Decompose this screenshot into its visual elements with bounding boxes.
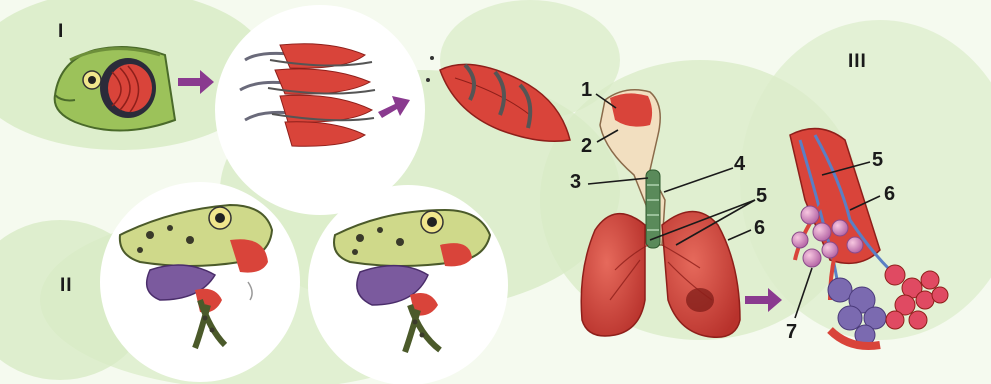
label-3: 3 xyxy=(570,172,581,192)
label-2: 2 xyxy=(581,136,592,156)
label-7: 7 xyxy=(786,322,797,342)
section-label-human: III xyxy=(848,52,867,71)
label-6-alveoli: 6 xyxy=(884,184,895,204)
label-6: 6 xyxy=(754,218,765,238)
label-5-alveoli: 5 xyxy=(872,150,883,170)
label-5: 5 xyxy=(756,186,767,206)
fish-head xyxy=(55,47,175,131)
section-label-frog: II xyxy=(60,276,73,295)
label-1: 1 xyxy=(581,80,592,100)
label-4: 4 xyxy=(734,154,745,174)
section-label-fish: I xyxy=(58,22,64,41)
